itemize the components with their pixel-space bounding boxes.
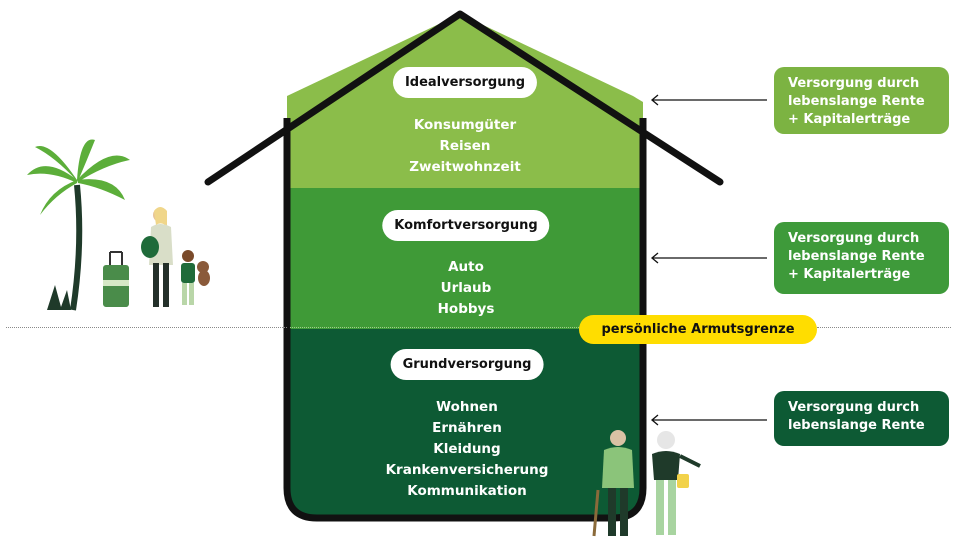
side-box-top: Versorgung durch lebenslange Rente + Kap… (774, 67, 949, 134)
side-box-line: + Kapitalerträge (788, 267, 911, 282)
side-box-bottom: Versorgung durch lebenslange Rente (774, 391, 949, 446)
list-item: Hobbys (437, 301, 495, 317)
side-box-line: lebenslange Rente (788, 94, 925, 109)
side-box-line: lebenslange Rente (788, 249, 925, 264)
side-box-middle: Versorgung durch lebenslange Rente + Kap… (774, 222, 949, 294)
side-box-line: Versorgung durch (788, 400, 920, 415)
poverty-line-house (290, 327, 579, 328)
poverty-line-label: persönliche Armutsgrenze (579, 315, 817, 344)
list-item: Konsumgüter (413, 117, 517, 133)
comfort-title: Komfortversorgung (382, 210, 550, 241)
poverty-line-right (817, 327, 951, 328)
ideal-section-fill (287, 14, 643, 188)
list-item: Kleidung (433, 441, 501, 457)
list-item: Reisen (439, 138, 491, 154)
list-item: Urlaub (440, 280, 492, 296)
list-item: Auto (448, 259, 484, 275)
arrow-left-icon (650, 414, 767, 426)
list-item: Krankenversicherung (385, 462, 549, 478)
ideal-title: Idealversorgung (392, 67, 538, 98)
list-item: Ernähren (432, 420, 502, 436)
list-item: Wohnen (436, 399, 498, 415)
basic-items: Wohnen Ernähren Kleidung Krankenversiche… (386, 397, 549, 502)
side-box-line: lebenslange Rente (788, 418, 925, 433)
side-box-line: Versorgung durch (788, 76, 920, 91)
list-item: Zweitwohnzeit (409, 159, 521, 175)
list-item: Kommunikation (407, 483, 527, 499)
ideal-items: Konsumgüter Reisen Zweitwohnzeit (409, 115, 521, 178)
house-roof (204, 10, 724, 186)
side-box-line: + Kapitalerträge (788, 112, 911, 127)
palm-tree-family-travel-icon (27, 139, 210, 311)
elderly-couple-icon (592, 430, 701, 537)
house-outline (283, 118, 647, 522)
basic-section-fill (287, 329, 643, 518)
arrow-left-icon (650, 252, 767, 264)
poverty-line-left (6, 327, 287, 328)
arrow-left-icon (650, 94, 767, 106)
comfort-items: Auto Urlaub Hobbys (438, 257, 495, 320)
basic-title: Grundversorgung (390, 349, 544, 380)
side-box-line: Versorgung durch (788, 231, 920, 246)
